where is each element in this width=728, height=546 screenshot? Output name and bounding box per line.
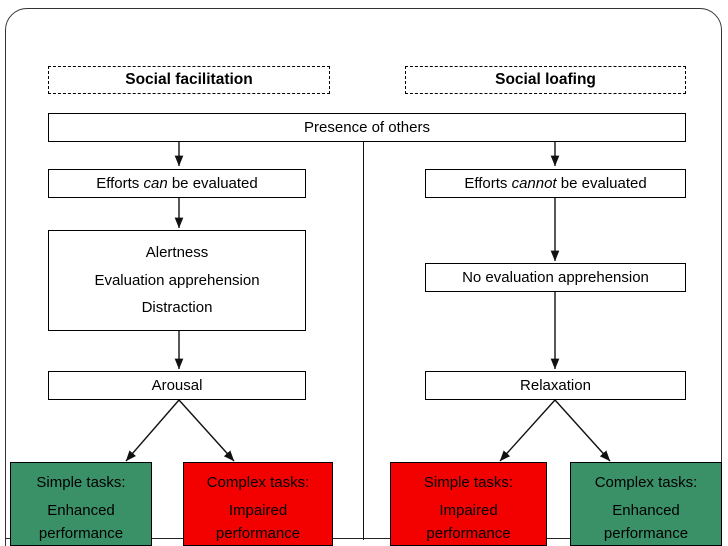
efforts-suffix-right: be evaluated [556,174,647,192]
mediator-evaluation-apprehension: Evaluation apprehension [94,271,260,289]
outcome-right-complex-result-line1: Enhanced [612,502,680,519]
outcome-left-complex-tasks: Complex tasks: Impaired performance [183,462,333,546]
outcome-right-complex-task-label: Complex tasks: [594,474,698,491]
bottom-divider-line [5,538,722,540]
efforts-prefix-left: Efforts [96,174,144,192]
outcome-right-simple-task-label: Simple tasks: [423,474,514,491]
outcome-left-simple-result-line1: Enhanced [47,502,115,519]
outcome-left-complex-result-line1: Impaired [228,502,288,519]
efforts-emphasis-right: cannot [511,174,557,192]
node-no-evaluation-apprehension: No evaluation apprehension [425,263,686,292]
column-divider-line [363,142,365,540]
outcome-left-complex-result-line2: performance [215,524,301,542]
efforts-emphasis-left: can [143,174,168,192]
node-no-evaluation-apprehension-label: No evaluation apprehension [462,268,649,286]
node-presence-of-others-label: Presence of others [304,118,430,136]
slide-frame-border [5,8,722,546]
outcome-right-simple-result-line2: performance [426,524,511,542]
header-social-facilitation-label: Social facilitation [125,70,253,88]
outcome-left-simple-result-line2: performance [38,524,124,542]
header-social-loafing: Social loafing [405,66,686,94]
node-left-mediators: Alertness Evaluation apprehension Distra… [48,230,306,331]
node-efforts-cannot-be-evaluated-label: Efforts cannot be evaluated [464,173,646,195]
outcome-left-simple-task-label: Simple tasks: [36,474,126,491]
node-presence-of-others: Presence of others [48,113,686,142]
mediator-alertness: Alertness [145,244,209,262]
outcome-right-simple-tasks: Simple tasks: Impaired performance [390,462,547,546]
node-efforts-cannot-be-evaluated: Efforts cannot be evaluated [425,169,686,198]
outcome-left-complex-task-label: Complex tasks: [206,474,310,491]
node-relaxation-label: Relaxation [520,376,591,394]
efforts-suffix-left: be evaluated [167,174,258,192]
node-efforts-can-be-evaluated: Efforts can be evaluated [48,169,306,198]
outcome-right-complex-result-line2: performance [603,524,689,542]
node-arousal-label: Arousal [151,376,203,394]
header-social-facilitation: Social facilitation [48,66,330,94]
outcome-right-complex-tasks: Complex tasks: Enhanced performance [570,462,722,546]
mediator-distraction: Distraction [141,298,213,316]
header-social-loafing-label: Social loafing [495,70,596,88]
node-arousal: Arousal [48,371,306,400]
node-efforts-can-be-evaluated-label: Efforts can be evaluated [96,173,258,195]
node-relaxation: Relaxation [425,371,686,400]
efforts-prefix-right: Efforts [464,174,512,192]
outcome-left-simple-tasks: Simple tasks: Enhanced performance [10,462,152,546]
outcome-right-simple-result-line1: Impaired [439,502,498,519]
